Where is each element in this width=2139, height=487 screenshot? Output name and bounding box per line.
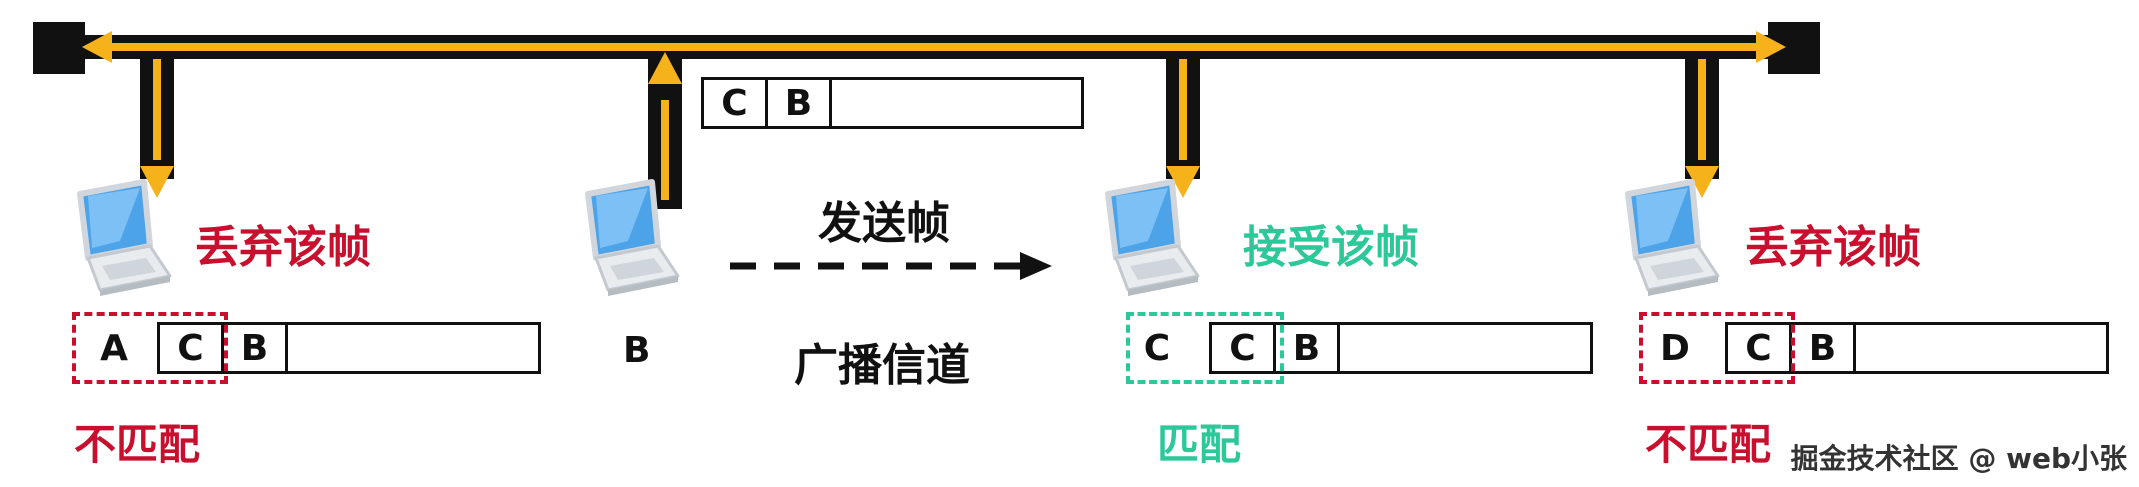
bus-terminator-left: [33, 22, 85, 74]
station-c-frame-dest: C: [1212, 325, 1276, 371]
station-a-frame-data: [288, 325, 538, 371]
watermark: 掘金技术社区 @ web小张: [1790, 442, 2127, 475]
station-d-address: D: [1660, 327, 1690, 369]
station-d-action: 丢弃该帧: [1745, 222, 1921, 273]
bus-arrowhead-right: [1756, 31, 1786, 63]
station-c-action: 接受该帧: [1243, 222, 1419, 273]
sender-label: B: [623, 330, 651, 371]
arrow-to-d: [1685, 59, 1719, 198]
laptop-icon-c: [1108, 182, 1198, 296]
station-a-frame-dest: C: [160, 325, 224, 371]
station-d-frame-dest: C: [1728, 325, 1792, 371]
laptop-icon-a: [80, 182, 170, 296]
station-a-address: A: [100, 327, 128, 369]
laptop-icon-d: [1628, 182, 1718, 296]
bus-frame-dest: C: [704, 80, 768, 126]
station-d-frame-data: [1856, 325, 2106, 371]
station-c-frame-data: [1340, 325, 1590, 371]
station-a-frame: C B: [157, 322, 541, 374]
arrow-to-c: [1166, 59, 1200, 198]
bus-frame-data: [832, 80, 1081, 126]
send-arrowhead: [1020, 252, 1052, 280]
station-d-frame-src: B: [1792, 325, 1856, 371]
station-c-frame-src: B: [1276, 325, 1340, 371]
bus-frame-src: B: [768, 80, 832, 126]
station-a-action: 丢弃该帧: [195, 222, 371, 273]
broadcast-channel-label: 广播信道: [794, 340, 970, 391]
station-c-frame: C B: [1209, 322, 1593, 374]
station-a-result: 不匹配: [74, 420, 201, 469]
station-a-compare-box: [72, 312, 228, 384]
send-frame-label: 发送帧: [818, 198, 950, 249]
arrow-to-a: [140, 59, 174, 198]
station-d-result: 不匹配: [1645, 420, 1772, 469]
station-c-address: C: [1143, 327, 1171, 369]
station-d-compare-box: [1639, 312, 1795, 384]
station-a-frame-src: B: [224, 325, 288, 371]
station-c-result: 匹配: [1157, 420, 1242, 469]
bus-arrowhead-left: [82, 31, 112, 63]
bus-frame: C B: [701, 77, 1084, 129]
station-c-compare-box: [1126, 312, 1284, 384]
station-d-frame: C B: [1725, 322, 2109, 374]
